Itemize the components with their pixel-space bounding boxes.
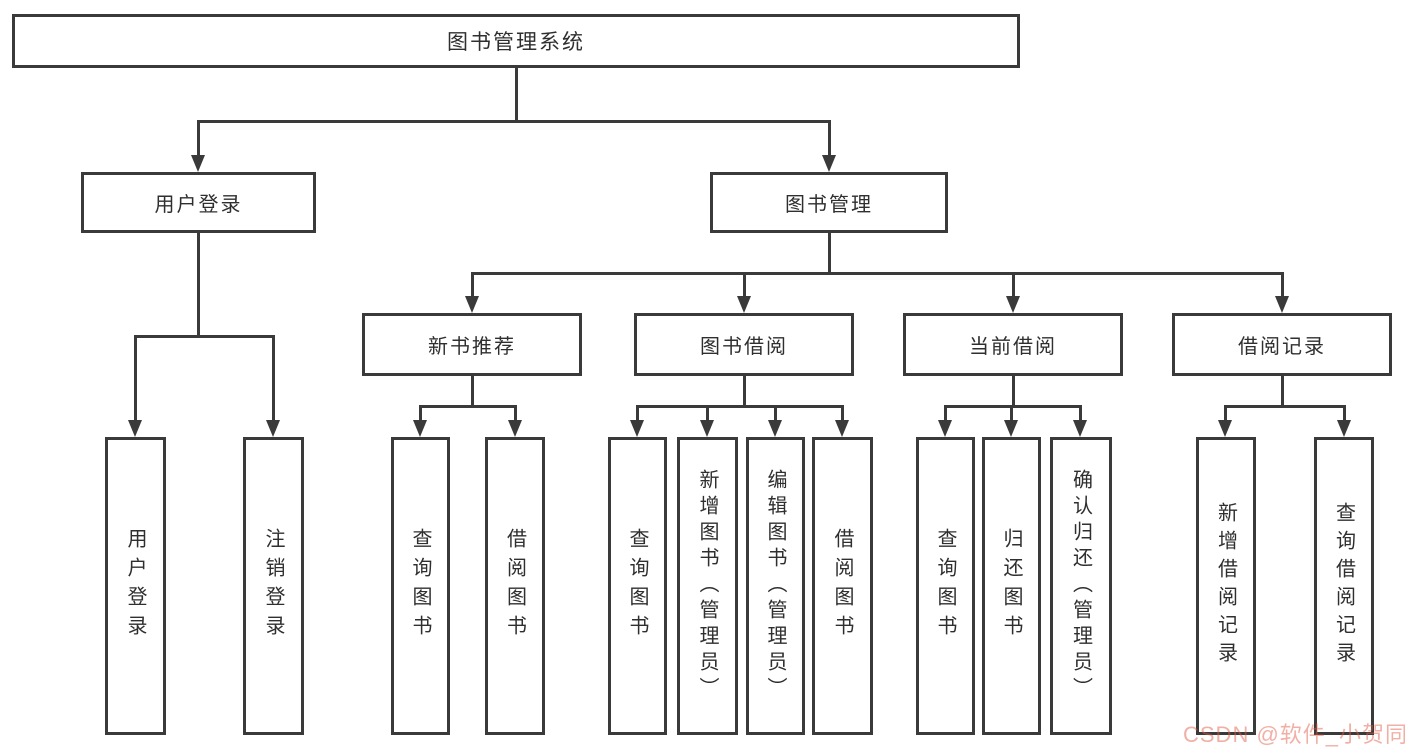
arrow-down-icon: [508, 420, 522, 437]
leaf-add-books-admin: 新增图书（管理员）: [677, 437, 738, 735]
connector-user-login-trunk: [197, 233, 200, 335]
leaf-user-login: 用户登录: [105, 437, 166, 735]
arrow-down-icon: [1004, 420, 1018, 437]
leaf-borrow-books: 借阅图书: [812, 437, 873, 735]
connector-current-trunk: [1012, 376, 1015, 405]
leaf-query-books-recommend: 查询图书: [391, 437, 450, 735]
connector-leaf-stub: [272, 335, 275, 421]
arrow-down-icon: [938, 420, 952, 437]
connector-leaf-stub: [706, 405, 709, 421]
connector-leaf-stub: [636, 405, 639, 421]
arrow-down-icon: [266, 420, 280, 437]
connector-l3-stub: [471, 272, 474, 297]
connector-borrow-split: [636, 405, 844, 408]
connector-book-mgmt-trunk: [828, 233, 831, 272]
connector-borrow-trunk: [743, 376, 746, 405]
connector-user-login-split: [134, 335, 275, 338]
connector-leaf-stub: [841, 405, 844, 421]
arrow-down-icon: [1006, 296, 1020, 313]
connector-leaf-stub: [1343, 405, 1346, 421]
connector-leaf-stub: [134, 335, 137, 421]
arrow-down-icon: [413, 420, 427, 437]
connector-records-trunk: [1281, 376, 1284, 405]
node-new-book-recommendation: 新书推荐: [362, 313, 582, 376]
leaf-confirm-return-admin: 确认归还（管理员）: [1050, 437, 1112, 735]
leaf-query-borrow-record: 查询借阅记录: [1314, 437, 1374, 735]
leaf-add-borrow-record: 新增借阅记录: [1196, 437, 1256, 735]
connector-leaf-stub: [1224, 405, 1227, 421]
connector-root-trunk: [515, 68, 518, 120]
connector-leaf-stub: [774, 405, 777, 421]
arrow-down-icon: [835, 420, 849, 437]
arrow-down-icon: [822, 155, 836, 172]
node-book-management: 图书管理: [710, 172, 948, 233]
arrow-down-icon: [465, 296, 479, 313]
leaf-query-books-borrow: 查询图书: [608, 437, 667, 735]
connector-newbook-trunk: [471, 376, 474, 405]
connector-newbook-split: [419, 405, 517, 408]
leaf-borrow-books-recommend: 借阅图书: [485, 437, 545, 735]
node-current-borrowing: 当前借阅: [903, 313, 1123, 376]
leaf-return-books: 归还图书: [982, 437, 1041, 735]
arrow-down-icon: [737, 296, 751, 313]
connector-book-mgmt-split: [471, 272, 1284, 275]
connector-book-mgmt-stub: [828, 120, 831, 156]
leaf-logout: 注销登录: [243, 437, 304, 735]
node-borrowing-records: 借阅记录: [1172, 313, 1392, 376]
csdn-watermark: CSDN @软件_小贺同学: [1183, 722, 1405, 747]
arrow-down-icon: [1275, 296, 1289, 313]
arrow-down-icon: [768, 420, 782, 437]
connector-root-split: [197, 120, 831, 123]
leaf-edit-books-admin: 编辑图书（管理员）: [746, 437, 805, 735]
connector-leaf-stub: [1010, 405, 1013, 421]
arrow-down-icon: [630, 420, 644, 437]
connector-leaf-stub: [514, 405, 517, 421]
connector-leaf-stub: [419, 405, 422, 421]
arrow-down-icon: [1337, 420, 1351, 437]
connector-records-split: [1224, 405, 1345, 408]
connector-current-split: [944, 405, 1082, 408]
connector-l3-stub: [1012, 272, 1015, 297]
arrow-down-icon: [700, 420, 714, 437]
arrow-down-icon: [1073, 420, 1087, 437]
node-library-management-system: 图书管理系统: [12, 14, 1020, 68]
connector-leaf-stub: [944, 405, 947, 421]
node-book-borrowing: 图书借阅: [634, 313, 854, 376]
arrow-down-icon: [1218, 420, 1232, 437]
arrow-down-icon: [191, 155, 205, 172]
connector-l3-stub: [1281, 272, 1284, 297]
connector-leaf-stub: [1079, 405, 1082, 421]
connector-user-login-stub: [197, 120, 200, 156]
node-user-login: 用户登录: [81, 172, 316, 233]
connector-l3-stub: [743, 272, 746, 297]
leaf-query-books-current: 查询图书: [916, 437, 975, 735]
arrow-down-icon: [128, 420, 142, 437]
